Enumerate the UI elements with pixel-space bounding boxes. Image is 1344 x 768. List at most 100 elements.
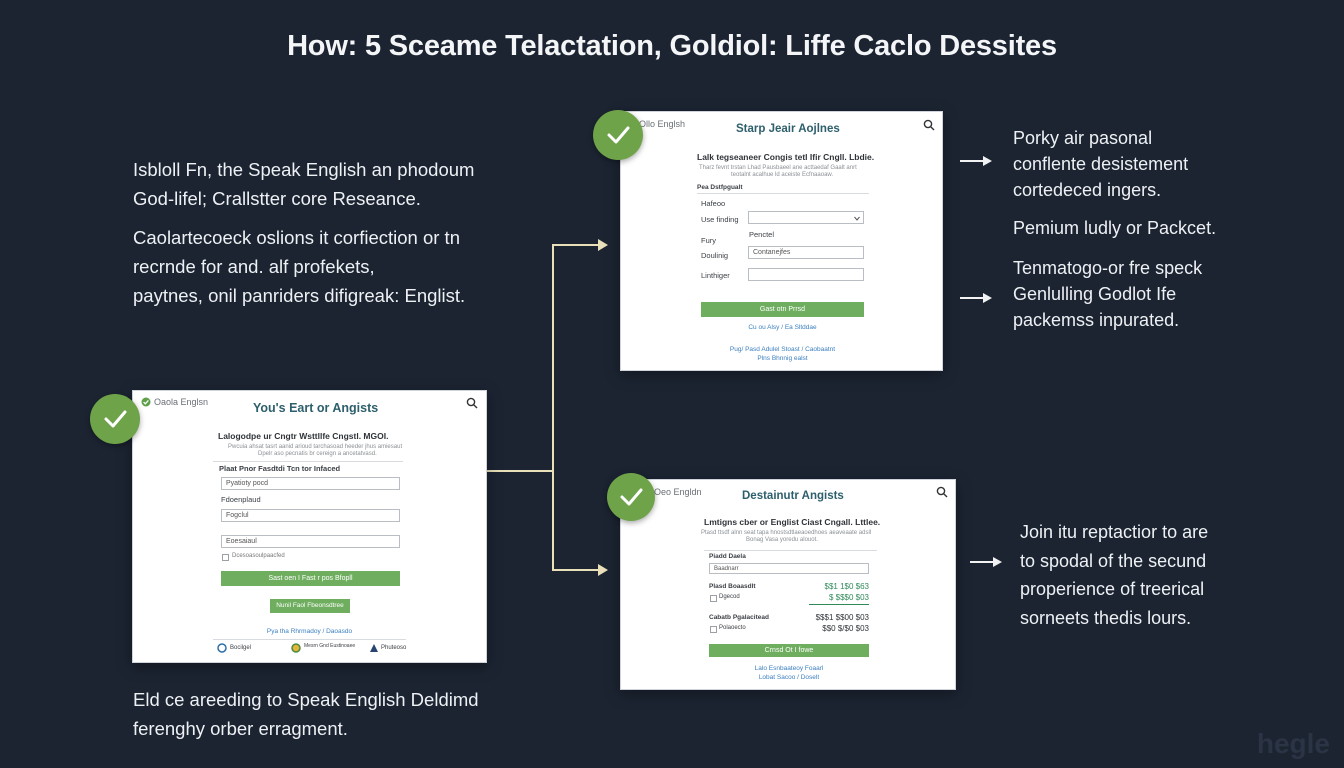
price-row-label: Plasd Boaasdlt [709, 583, 756, 590]
right-bottom-line: Join itu reptactior to are [1020, 522, 1209, 542]
checkbox[interactable] [710, 595, 717, 602]
text-field-2[interactable]: Fogclul [221, 509, 400, 522]
card-brand: Oaola Englsn [154, 397, 209, 407]
right-top-line: conflente desistement [1013, 154, 1189, 174]
divider [704, 550, 877, 551]
arrow-right-3-head [993, 557, 1002, 567]
divider [213, 461, 403, 462]
text-field-1[interactable]: Pyatioty pocd [221, 477, 400, 490]
field-label: Penctel [749, 230, 775, 239]
top-form-card: Ollo Englsh Starp Jeair Aojlnes Lalk teg… [620, 111, 943, 371]
connector-main [486, 244, 600, 472]
search-icon[interactable] [923, 119, 935, 131]
connector-lower [552, 471, 600, 571]
footer-link[interactable]: Pya tha Rhrmadoy / Daoasdo [266, 628, 353, 635]
arrow-head-top-card [598, 239, 608, 251]
left-intro-text: Isbloll Fn, the Speak English an phodoum… [133, 155, 474, 213]
form-label: Pea Dstfpgualt [697, 184, 743, 191]
divider [697, 193, 869, 194]
card-heading: Lalk tegseaneer Congis tetl Ifir Cngll. … [697, 152, 875, 162]
right-top-line: Porky air pasonal [1013, 128, 1153, 148]
footer-link[interactable]: Cu ou Alsy / Ea Sltddae [748, 324, 817, 331]
submit-button[interactable]: Gast otn Prrsd [701, 302, 864, 317]
arrow-right-2-head [983, 293, 992, 303]
form-label: Piadd Daela [709, 553, 746, 560]
arrow-right-1-head [983, 156, 992, 166]
field-label: Fdoenplaud [221, 495, 261, 504]
check-badge-icon [90, 394, 140, 444]
footer-link[interactable]: Pug/ Pasd Adulel Stoast / Caobaatnt [729, 346, 836, 353]
field-label: Linthiger [701, 271, 730, 280]
checkbox[interactable] [710, 626, 717, 633]
text-field[interactable] [748, 268, 864, 281]
footer-link[interactable]: Lobat Sacoo / Doselt [758, 674, 820, 681]
price-amount: $ $$$0 $03 [828, 593, 869, 602]
divider [213, 639, 406, 640]
right-top-line: cortedeced ingers. [1013, 180, 1162, 200]
checkbox[interactable] [222, 554, 229, 561]
price-row-label: Cabatb Pgalacitead [709, 614, 769, 621]
right-top-text: Porky air pasonal conflente desistement … [1013, 125, 1188, 203]
check-circle-icon [141, 397, 151, 407]
card-brand: Oeo Engldn [654, 487, 702, 497]
price-row-sublabel: Dgecod [719, 594, 740, 600]
card-title: Destainutr Angists [742, 490, 844, 502]
right-mid-line: Pemium ludly or Packcet. [1013, 218, 1217, 238]
field-label: Fury [701, 236, 716, 245]
footer-link[interactable]: Plns Bhnnig ealst [757, 355, 808, 362]
partner-logo-icon [291, 643, 301, 653]
bottom-pricing-card: Oeo Engldn Destainutr Angists Lmtigns cb… [620, 479, 956, 690]
divider [809, 604, 869, 605]
right-bottom-line: properience of treerical [1020, 579, 1205, 599]
text-field-3[interactable]: Eoesaiaul [221, 535, 400, 548]
text-field[interactable]: Contanejfes [748, 246, 864, 259]
card-subtext: Ptasd ttsdf alnn seat tapa hnostsdtlaeao… [701, 530, 872, 536]
field-label: Hafeoo [701, 199, 726, 208]
card-heading: Lalogodpe ur Cngtr Wsttllfe Cngstl. MGOI… [218, 431, 389, 441]
left-intro-line: Isbloll Fn, the Speak English an phodoum [133, 159, 475, 180]
partner-logo-icon [217, 643, 227, 653]
card-title: Starp Jeair Aojlnes [736, 123, 840, 135]
left-signup-card: Oaola Englsn You's Eart or Angists Lalog… [132, 390, 487, 663]
left-intro2-line: paytnes, onil panriders difigreak: Engli… [133, 285, 466, 306]
left-intro2-line: recrnde for and. alf profekets, [133, 256, 375, 277]
search-icon[interactable] [936, 486, 948, 498]
left-bottom-line: Eld ce areeding to Speak English Deldimd [133, 689, 479, 710]
card-title: You's Eart or Angists [253, 401, 379, 415]
card-subtext: Tharz fevnt trstan Lhad Pausbaeel ane ac… [699, 165, 857, 171]
card-subtext: Dpelr aso pecnatis br cereign a ancetatv… [258, 451, 377, 457]
price-amount: $$$1 $$00 $03 [815, 613, 869, 622]
right-mid2-line: Genlulling Godlot Ife [1013, 284, 1177, 304]
price-amount: $$1 1$0 $63 [824, 582, 870, 591]
right-mid2-text: Tenmatogo-or fre speck Genlulling Godlot… [1013, 255, 1202, 333]
right-mid2-line: packemss inpurated. [1013, 310, 1180, 330]
right-bottom-text: Join itu reptactior to are to spodal of … [1020, 518, 1208, 632]
watermark-logo: hegle [1256, 728, 1330, 759]
arrow-head-bottom-card [598, 564, 608, 576]
card-subtext: Bonag Vasa yoredu alouot. [746, 537, 818, 543]
footer-link[interactable]: Lalo Esnbaateoy Foaarl [754, 665, 824, 672]
page-title: How: 5 Sceame Telactation, Goldiol: Liff… [287, 30, 1057, 62]
search-icon[interactable] [466, 397, 478, 409]
partner-logo-label: Phuteoso [381, 645, 407, 651]
chevron-down-icon [854, 216, 860, 221]
secondary-button[interactable]: Nunil Faol Fbeonsdtree [270, 599, 350, 613]
partner-logo-label: Bocilgel [230, 645, 252, 651]
card-brand: Ollo Englsh [639, 119, 686, 129]
submit-button[interactable]: Crnsd Ot I fowe [709, 644, 869, 657]
field-label: Use finding [701, 215, 739, 224]
select-field[interactable] [748, 211, 864, 224]
right-mid2-line: Tenmatogo-or fre speck [1013, 258, 1203, 278]
left-bottom-text: Eld ce areeding to Speak English Deldimd… [133, 685, 479, 743]
select-field[interactable]: Baadnarr [709, 563, 869, 574]
checkbox-label: Dcesoasoulpaacfed [232, 553, 285, 559]
field-label: Doulinig [701, 251, 729, 260]
right-bottom-line: sorneets thedis lours. [1020, 607, 1192, 628]
price-amount: $$0 $/$0 $03 [822, 624, 869, 633]
card-subtext: teotalnt acalhue ld aceiste Ecfnaaoaw. [731, 172, 834, 178]
submit-button[interactable]: Sast oen I Fast r pos Bfopll [221, 571, 400, 586]
left-intro2-line: Caolartecoeck oslions it corfiection or … [133, 227, 460, 248]
left-intro2-text: Caolartecoeck oslions it corfiection or … [133, 223, 465, 310]
right-bottom-line: to spodal of the secund [1020, 550, 1207, 571]
